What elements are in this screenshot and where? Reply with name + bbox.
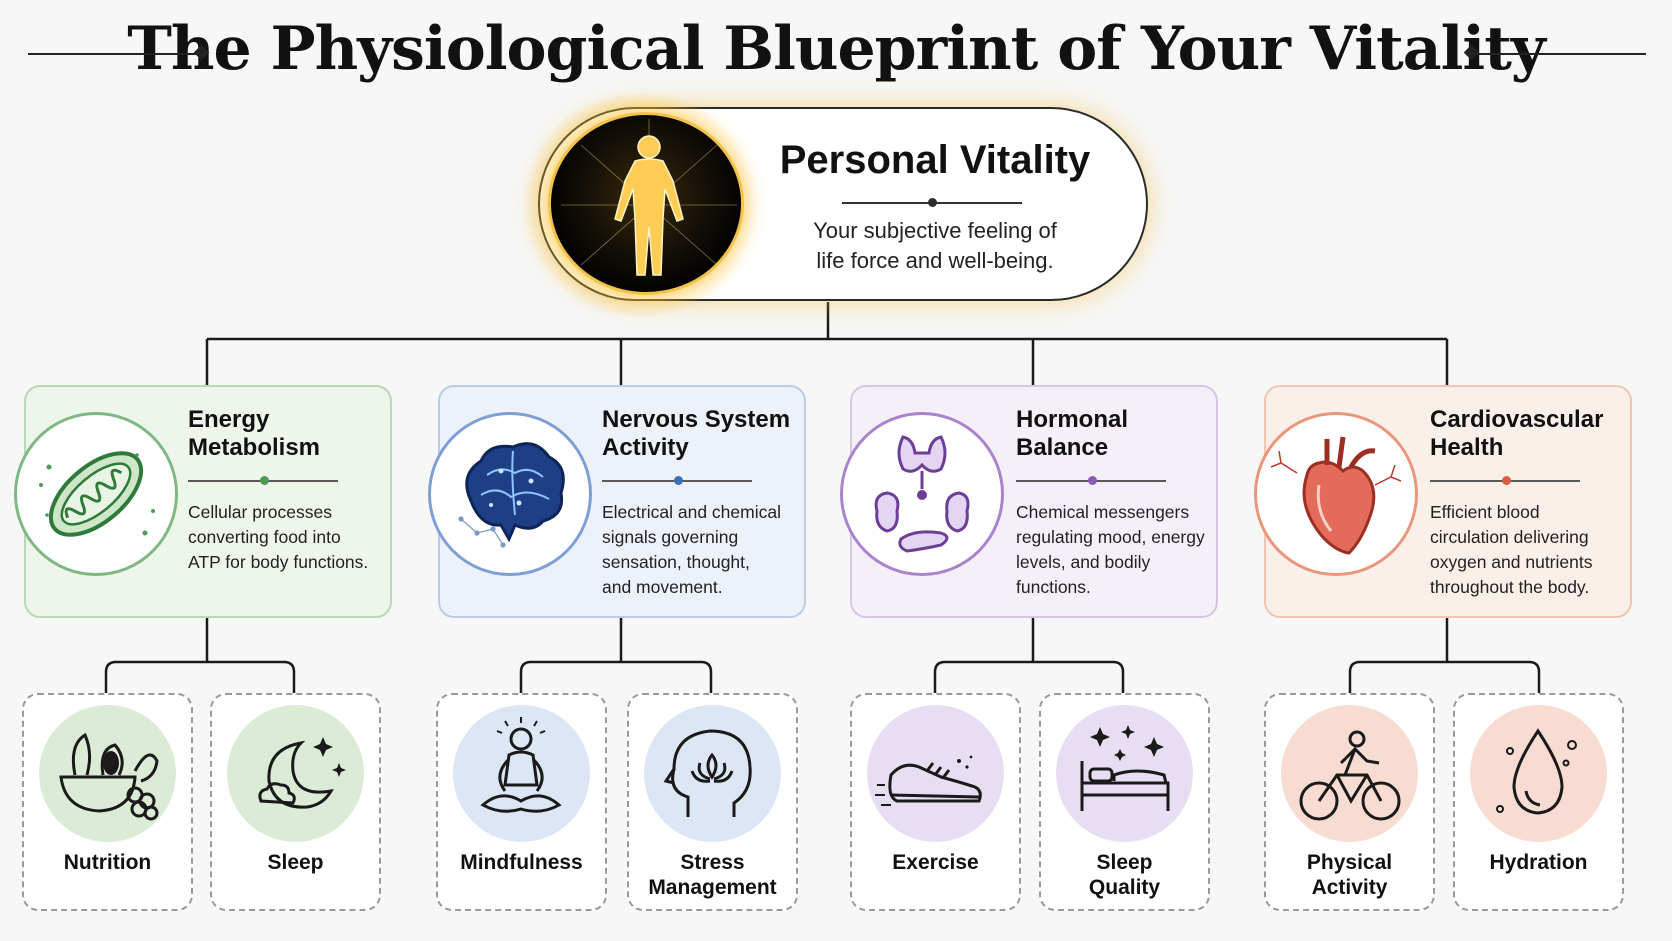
category-title-line: Balance xyxy=(1016,434,1109,461)
habit-icon-circle xyxy=(227,705,364,842)
category-icon-circle xyxy=(1254,412,1418,576)
vitality-title: Personal Vitality xyxy=(779,138,1091,182)
description-line: sensation, thought, xyxy=(602,552,750,572)
category-dot xyxy=(674,476,683,485)
habit-label: Sleep Quality xyxy=(1039,850,1210,900)
lotus-head-icon xyxy=(663,729,752,817)
category-title-line: Health xyxy=(1430,434,1504,461)
glowing-body-icon xyxy=(561,119,737,276)
vitality-description: Your subjective feeling of life force an… xyxy=(790,216,1080,276)
category-title-line: Energy xyxy=(188,406,270,433)
habit-icon-circle xyxy=(39,705,176,842)
habit-icon-circle xyxy=(453,705,590,842)
category-description: Electrical and chemical signals governin… xyxy=(602,500,802,600)
description-line: Efficient blood xyxy=(1430,502,1540,522)
category-icon-circle xyxy=(14,412,178,576)
description-line: levels, and bodily xyxy=(1016,552,1151,572)
habit-label-line: Stress xyxy=(680,851,745,874)
habit-label: Nutrition xyxy=(22,850,193,875)
description-line: Electrical and chemical xyxy=(602,502,781,522)
category-title-line: Metabolism xyxy=(188,434,321,461)
description-line: and movement. xyxy=(602,577,723,597)
habit-label: Stress Management xyxy=(627,850,798,900)
description-line: converting food into xyxy=(188,527,341,547)
category-title-line: Nervous System xyxy=(602,406,791,433)
habit-icon-circle xyxy=(867,705,1004,842)
brain-icon xyxy=(458,442,565,548)
description-line: regulating mood, energy xyxy=(1016,527,1205,547)
glands-icon xyxy=(874,435,970,553)
title-left-rule xyxy=(28,53,200,55)
category-dot xyxy=(1502,476,1511,485)
heart-icon xyxy=(1270,436,1402,555)
habit-label-line: Hydration xyxy=(1489,851,1588,874)
category-description: Chemical messengers regulating mood, ene… xyxy=(1016,500,1216,600)
moon-icon xyxy=(258,737,346,809)
vitality-description-line: Your subjective feeling of xyxy=(813,218,1057,243)
habit-label: Mindfulness xyxy=(436,850,607,875)
mitochondria-icon xyxy=(39,451,155,537)
description-line: signals governing xyxy=(602,527,739,547)
category-title-line: Activity xyxy=(602,434,689,461)
description-line: oxygen and nutrients xyxy=(1430,552,1593,572)
habit-icon-circle xyxy=(644,705,781,842)
habit-icon-circle xyxy=(1281,705,1418,842)
description-line: circulation delivering xyxy=(1430,527,1589,547)
title-right-rule xyxy=(1474,53,1646,55)
category-title-line: Cardiovascular xyxy=(1430,406,1604,433)
water-drop-icon xyxy=(1496,728,1577,815)
category-dot xyxy=(1088,476,1097,485)
habit-label-line: Sleep xyxy=(267,851,324,874)
habit-label: Sleep xyxy=(210,850,381,875)
bed-icon xyxy=(1080,725,1170,811)
description-line: throughout the body. xyxy=(1430,577,1590,597)
habit-label-line: Physical xyxy=(1306,851,1393,874)
running-shoe-icon xyxy=(875,755,982,806)
habit-label-line: Quality xyxy=(1088,876,1161,899)
category-description: Cellular processes converting food into … xyxy=(188,500,388,575)
habit-icon-circle xyxy=(1056,705,1193,842)
habit-label-line: Exercise xyxy=(892,851,979,874)
food-bowl-icon xyxy=(59,732,159,821)
vitality-dot xyxy=(928,198,937,207)
vitality-figure-circle xyxy=(548,112,744,295)
description-line: Cellular processes xyxy=(188,502,332,522)
habit-label-line: Activity xyxy=(1311,876,1388,899)
category-icon-circle xyxy=(428,412,592,576)
category-dot xyxy=(260,476,269,485)
habit-label-line: Sleep xyxy=(1096,851,1153,874)
category-title: Energy Metabolism xyxy=(188,406,320,462)
meditation-icon xyxy=(480,717,562,813)
category-title: Hormonal Balance xyxy=(1016,406,1128,462)
category-title: Cardiovascular Health xyxy=(1430,406,1603,462)
habit-label: Exercise xyxy=(850,850,1021,875)
description-line: ATP for body functions. xyxy=(188,552,369,572)
category-icon-circle xyxy=(840,412,1004,576)
page-title: The Physiological Blueprint of Your Vita… xyxy=(127,14,1546,84)
description-line: functions. xyxy=(1016,577,1091,597)
category-description: Efficient blood circulation delivering o… xyxy=(1430,500,1630,600)
category-title-line: Hormonal xyxy=(1016,406,1129,433)
habit-icon-circle xyxy=(1470,705,1607,842)
category-title: Nervous System Activity xyxy=(602,406,790,462)
vitality-description-line: life force and well-being. xyxy=(816,248,1054,273)
habit-label: Physical Activity xyxy=(1264,850,1435,900)
habit-label: Hydration xyxy=(1453,850,1624,875)
description-line: Chemical messengers xyxy=(1016,502,1190,522)
habit-label-line: Nutrition xyxy=(63,851,152,874)
cyclist-icon xyxy=(1299,730,1401,821)
habit-label-line: Management xyxy=(648,876,777,899)
habit-label-line: Mindfulness xyxy=(460,851,583,874)
